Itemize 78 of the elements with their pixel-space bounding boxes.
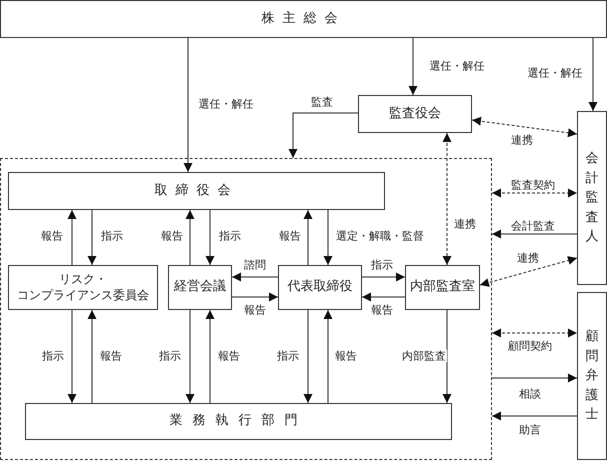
edge-label: 指示 — [276, 349, 300, 363]
arrow — [324, 210, 332, 266]
edge-label: 指示 — [370, 258, 394, 272]
edge-label: 指示 — [218, 229, 242, 243]
arrow — [442, 310, 452, 404]
node-label: 株主総会 — [262, 10, 346, 28]
arrow — [186, 210, 194, 266]
arrow — [362, 292, 406, 302]
edge-label: 報告 — [160, 229, 184, 243]
arrow — [88, 210, 96, 266]
org-box — [168, 265, 232, 310]
arrow — [492, 412, 578, 420]
arrow — [304, 210, 312, 266]
node-label: 業務執行部門 — [170, 413, 308, 430]
edge-label: 指示 — [100, 229, 124, 243]
arrow — [362, 272, 406, 282]
edge-label: 指示 — [41, 349, 65, 363]
node-label: リスク・コンプライアンス委員会 — [16, 272, 150, 304]
arrow — [492, 328, 578, 338]
node-label: 会計監査人 — [586, 150, 598, 246]
edge-label: 会計監査 — [510, 219, 556, 233]
edge-label: 報告 — [217, 349, 241, 363]
org-box — [8, 172, 385, 210]
edge-label: 監査 — [310, 95, 334, 109]
org-box — [8, 265, 158, 310]
arrow — [324, 310, 332, 404]
node-label: 監査役会 — [389, 106, 441, 122]
edge-label: 指示 — [158, 349, 182, 363]
arrow — [232, 292, 278, 302]
edge-label: 報告 — [243, 303, 267, 317]
arrow — [408, 38, 418, 96]
edge-label: 選任・解任 — [198, 97, 254, 111]
arrow — [472, 116, 578, 138]
arrow — [68, 210, 76, 266]
arrow — [442, 132, 452, 266]
arrow — [492, 230, 578, 238]
edge-label: 連携 — [453, 217, 477, 231]
org-box — [577, 111, 607, 285]
arrow — [68, 310, 76, 404]
arrow — [186, 310, 194, 404]
org-box — [278, 265, 362, 310]
edge-label: 連携 — [510, 133, 534, 147]
edge-label: 報告 — [40, 229, 64, 243]
org-box — [577, 292, 607, 460]
arrow — [480, 256, 578, 287]
edge-label: 顧問契約 — [507, 339, 553, 353]
edge-label: 選定・解職・監督 — [335, 229, 425, 243]
arrow — [304, 310, 312, 404]
arrow — [232, 272, 278, 282]
edge-label: 選任・解任 — [428, 59, 486, 73]
edge-label: 内部監査 — [401, 349, 447, 363]
arrow — [184, 38, 192, 172]
edge-label: 報告 — [99, 349, 123, 363]
arrow — [492, 374, 578, 382]
org-box — [0, 0, 607, 38]
arrow — [288, 112, 358, 158]
arrow — [206, 210, 214, 266]
org-box — [405, 265, 480, 310]
edge-label: 報告 — [334, 349, 358, 363]
node-label: 代表取締役 — [288, 279, 352, 296]
arrow — [588, 38, 598, 112]
node-label: 顧問弁護士 — [586, 328, 598, 424]
edge-label: 助言 — [518, 423, 542, 437]
edge-label: 報告 — [370, 303, 394, 317]
edge-label: 相談 — [518, 387, 542, 401]
org-box — [358, 95, 472, 133]
arrow — [206, 310, 214, 404]
edge-label: 選任・解任 — [526, 66, 584, 80]
arrow — [88, 310, 96, 404]
edge-label: 諮問 — [243, 258, 267, 272]
arrow — [492, 188, 578, 198]
edge-label: 監査契約 — [510, 178, 556, 192]
org-box — [25, 403, 452, 440]
edge-label: 報告 — [278, 229, 302, 243]
node-label: 内部監査室 — [410, 279, 475, 296]
node-label: 経営会議 — [174, 279, 226, 296]
node-label: 取締役会 — [154, 182, 238, 200]
edge-label: 連携 — [516, 251, 540, 265]
